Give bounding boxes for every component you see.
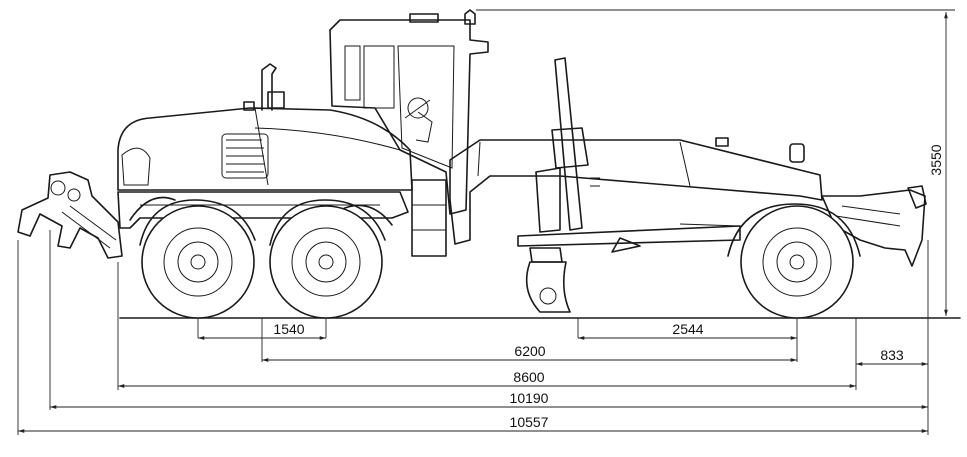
overall-length-label: 10557 [510, 414, 549, 430]
front-fender [727, 203, 861, 257]
rear-fender-1 [139, 199, 256, 246]
length-8600-label: 8600 [513, 369, 544, 385]
height-label: 3550 [928, 144, 944, 175]
tandem-spacing-label: 1540 [273, 321, 304, 337]
dimension-lines [17, 9, 955, 435]
main-frame [449, 139, 823, 245]
length-10190-label: 10190 [510, 390, 549, 406]
front-push-plate [821, 185, 927, 267]
blade-assembly [517, 57, 741, 313]
rear-wheel-1 [141, 205, 255, 319]
engine-hood [117, 63, 413, 191]
rear-ripper [17, 171, 123, 259]
operator-cab [329, 9, 489, 257]
front-overhang-label: 833 [880, 347, 904, 363]
front-wheel [740, 205, 854, 319]
blade-distance-label: 2544 [672, 321, 703, 337]
wheelbase-6200-label: 6200 [514, 343, 545, 359]
rear-wheel-2 [269, 205, 383, 319]
rear-frame [117, 191, 409, 229]
hood-grille [221, 133, 269, 179]
grader-body [17, 9, 927, 313]
rear-fender-2 [269, 199, 386, 246]
